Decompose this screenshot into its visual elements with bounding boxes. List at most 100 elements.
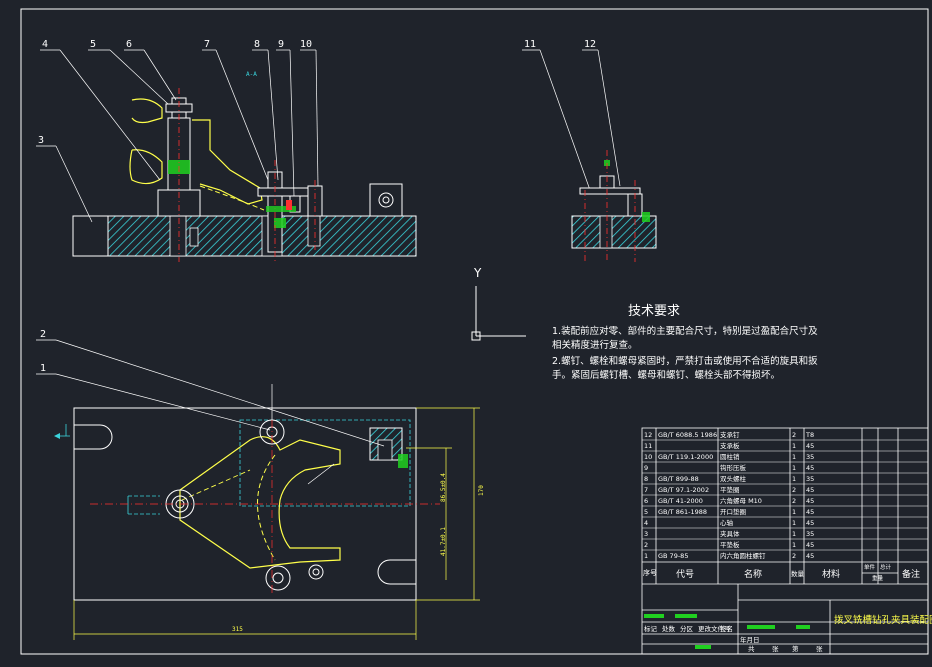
bom-cell-mat: 45 — [806, 442, 815, 450]
bom-cell-code: GB/T 861-1988 — [658, 508, 708, 516]
dim-d2: 41.7±0.1 — [440, 527, 447, 556]
bom-cell-name: 圆柱销 — [720, 453, 740, 461]
dim-height: 170 — [478, 485, 485, 496]
bom-cell-name: 支承钉 — [720, 431, 740, 439]
bom-cell-mat: 45 — [806, 464, 815, 472]
bom-cell-mat: T8 — [806, 431, 815, 439]
bom-cell-no: 1 — [644, 552, 649, 560]
drawing-title: 拨叉铣槽钻孔夹具装配图 — [834, 615, 932, 626]
svg-text:A-A: A-A — [246, 71, 257, 78]
tech-line-3: 2.螺钉、螺栓和螺母紧固时，严禁打击或使用不合适的旋具和扳 — [552, 356, 818, 367]
dim-width: 315 — [232, 626, 243, 633]
bom-cell-no: 6 — [644, 497, 649, 505]
bom-cell-code: GB/T 119.1-2000 — [658, 453, 714, 461]
tb-total: 共 — [748, 645, 755, 653]
bom-cell-no: 4 — [644, 519, 649, 527]
bom-cell-mat: 45 — [806, 497, 815, 505]
bom-cell-qty: 1 — [792, 475, 797, 483]
bom-cell-code: GB/T 899-88 — [658, 475, 699, 483]
bom-cell-name: 平垫板 — [720, 541, 740, 549]
side-view — [571, 150, 657, 262]
tb-sheet: 张 — [816, 645, 823, 653]
bom-cell-mat: 35 — [806, 453, 815, 461]
bom-cell-no: 12 — [644, 431, 653, 439]
bom-cell-mat: 45 — [806, 552, 815, 560]
tech-requirements-title: 技术要求 — [628, 304, 681, 319]
bom-cell-code: GB/T 97.1-2002 — [658, 486, 710, 494]
callout-leaders-top — [36, 49, 621, 223]
tb-change-doc: 更改文件号 — [698, 625, 731, 633]
bom-header-mat: 材料 — [822, 570, 841, 580]
axis-y-label: Y — [474, 266, 482, 280]
bom-cell-code: GB/T 41-2000 — [658, 497, 703, 505]
stamp-fill — [644, 614, 664, 618]
tech-line-2: 相关精度进行复查。 — [552, 340, 638, 351]
ucs-icon — [471, 286, 526, 341]
bom-cell-no: 11 — [644, 442, 653, 450]
bom-cell-name: 开口垫圈 — [720, 508, 746, 516]
bom-cell-no: 9 — [644, 464, 649, 472]
stamp-fill — [675, 614, 697, 618]
stamp-fill — [695, 645, 711, 649]
tb-zone: 分区 — [680, 625, 693, 633]
callout-11: 11 — [524, 39, 537, 50]
bom-cell-no: 10 — [644, 453, 653, 461]
bom-cell-code: GB/T 6088.5 1986 — [658, 431, 718, 439]
bom-cell-qty: 1 — [792, 442, 797, 450]
bom-cell-qty: 2 — [792, 552, 797, 560]
callout-3: 3 — [38, 135, 45, 146]
bom-cell-mat: 45 — [806, 541, 815, 549]
bom-row-lines — [642, 439, 928, 551]
callout-12: 12 — [584, 39, 597, 50]
dim-d1: 86.5±0.4 — [440, 473, 447, 502]
bom-header-unit: 单件 — [864, 565, 876, 571]
bom-cell-qty: 1 — [792, 508, 797, 516]
tb-sheets: 张 — [772, 645, 779, 653]
tb-sign: 签名 — [720, 625, 733, 633]
bom-cell-qty: 2 — [792, 486, 797, 494]
bom-cell-mat: 35 — [806, 530, 815, 538]
bom-cell-no: 8 — [644, 475, 649, 483]
bom-grid — [641, 427, 929, 655]
callout-2: 2 — [40, 329, 47, 340]
dimension-lines — [73, 407, 480, 640]
tb-mark: 标记 — [644, 625, 657, 633]
bom-cell-mat: 45 — [806, 486, 815, 494]
bom-cell-name: 内六角圆柱螺钉 — [720, 552, 766, 560]
stamp-fill — [747, 625, 775, 629]
bom-header-weight: 重量 — [872, 576, 884, 582]
bom-cell-code: GB 79-85 — [658, 552, 689, 560]
front-view: A-A — [72, 71, 417, 262]
bom-cell-qty: 1 — [792, 530, 797, 538]
bom-header-no: 序号 — [643, 569, 657, 577]
bom-cell-name: 平垫圈 — [720, 486, 740, 494]
callout-9: 9 — [278, 39, 285, 50]
callout-8: 8 — [254, 39, 261, 50]
drawing-border — [20, 8, 929, 655]
tb-count: 处数 — [662, 625, 675, 633]
bom-cell-mat: 35 — [806, 475, 815, 483]
bom-cell-qty: 2 — [792, 431, 797, 439]
callout-5: 5 — [90, 39, 97, 50]
bom-cell-qty: 1 — [792, 519, 797, 527]
bom-cell-no: 2 — [644, 541, 649, 549]
bom-cell-name: 支承板 — [720, 442, 740, 450]
bom-cell-name: 心轴 — [720, 519, 733, 527]
tech-line-4: 手。紧固后螺钉槽、螺母和螺钉、螺栓头部不得损坏。 — [552, 370, 781, 381]
bom-header-qty: 数量 — [791, 570, 804, 578]
bom-cell-qty: 2 — [792, 497, 797, 505]
bom-header-name: 名称 — [744, 570, 763, 580]
bom-cell-mat: 45 — [806, 508, 815, 516]
bom-cell-no: 7 — [644, 486, 649, 494]
bom-cell-qty: 1 — [792, 541, 797, 549]
callout-10: 10 — [300, 39, 313, 50]
bom-cell-name: 双头螺柱 — [720, 475, 746, 483]
plan-view — [36, 339, 480, 640]
callout-1: 1 — [40, 363, 47, 374]
bom-header-total: 总计 — [880, 565, 892, 571]
callout-6: 6 — [126, 39, 133, 50]
bom-cell-name: 夹具体 — [720, 530, 740, 538]
bom-header-note: 备注 — [902, 570, 921, 580]
bom-cell-qty: 1 — [792, 453, 797, 461]
